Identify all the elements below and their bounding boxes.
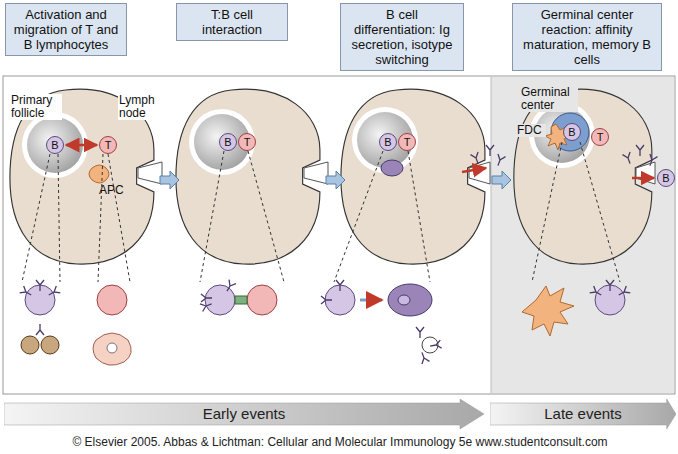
step-arrow bbox=[160, 171, 511, 189]
antibody bbox=[636, 145, 644, 156]
antibody bbox=[224, 280, 236, 294]
step-text: T:B cell interaction bbox=[202, 7, 262, 37]
cell-circle: T bbox=[238, 133, 256, 151]
antibody bbox=[20, 145, 658, 364]
antibody bbox=[606, 280, 614, 291]
cell-circle: B bbox=[219, 133, 237, 151]
migration-arrow bbox=[66, 144, 97, 147]
step-text: Early events bbox=[203, 405, 286, 422]
cell-circle: T bbox=[99, 136, 117, 154]
antibody bbox=[429, 340, 441, 350]
lymph-node bbox=[10, 89, 652, 264]
panel-frame bbox=[3, 76, 675, 394]
step-text: Late events bbox=[544, 405, 622, 422]
cell-drawing bbox=[21, 284, 625, 365]
step-box: B cell differentiation: Ig secretion, is… bbox=[340, 3, 464, 71]
antibody bbox=[200, 300, 213, 311]
plasma-cell bbox=[381, 160, 403, 176]
cell-letter: B bbox=[224, 136, 231, 148]
antibody bbox=[36, 280, 44, 291]
cell-letter: B bbox=[662, 172, 669, 184]
cell-letter: T bbox=[597, 131, 604, 143]
cell-circle: B bbox=[46, 136, 64, 154]
antibody bbox=[494, 154, 505, 167]
part-label: FDC bbox=[516, 124, 546, 137]
part-label: APC bbox=[98, 184, 130, 197]
step-box: T:B cell interaction bbox=[176, 3, 288, 41]
antibody bbox=[201, 294, 212, 302]
part-label: Lymph node bbox=[118, 94, 164, 120]
antibody bbox=[47, 286, 61, 298]
antibody bbox=[20, 286, 34, 298]
cell-letter: B bbox=[384, 136, 391, 148]
step-box: Germinal center reaction: affinity matur… bbox=[512, 3, 662, 71]
cell-circle: B bbox=[563, 123, 581, 141]
cell-circle: B bbox=[657, 169, 675, 187]
step-text: B cell differentiation: Ig secretion, is… bbox=[351, 7, 452, 67]
cell-letter: T bbox=[244, 136, 251, 148]
antibody bbox=[418, 351, 429, 364]
antibody bbox=[646, 154, 657, 167]
antibody bbox=[36, 324, 44, 335]
cell-circle: T bbox=[398, 133, 416, 151]
part-label: Germinal center bbox=[520, 86, 578, 112]
apc bbox=[89, 165, 109, 183]
step-box: Activation and migration of T and B lymp… bbox=[5, 3, 127, 56]
antibody bbox=[336, 280, 344, 291]
part-label: Primary follicle bbox=[10, 94, 62, 120]
antibody bbox=[590, 286, 604, 298]
antibody bbox=[416, 327, 424, 338]
late-panel bbox=[491, 77, 674, 393]
follicle bbox=[22, 102, 595, 178]
exit-arrow bbox=[632, 177, 654, 180]
secretion-arrow bbox=[462, 168, 486, 172]
antibody bbox=[617, 286, 631, 298]
antibody bbox=[471, 152, 482, 165]
cell-circle: T bbox=[591, 128, 609, 146]
cell-letter: B bbox=[568, 126, 575, 138]
antibody bbox=[486, 145, 494, 156]
phase-band: Early events bbox=[4, 399, 484, 429]
cell-letter: T bbox=[105, 139, 112, 151]
antibody bbox=[623, 152, 634, 165]
antibody bbox=[321, 296, 332, 304]
cell-letter: B bbox=[51, 139, 58, 151]
leader-line bbox=[22, 142, 620, 282]
cell-circle: B bbox=[379, 133, 397, 151]
step-text: Activation and migration of T and B lymp… bbox=[14, 7, 118, 52]
cell-letter: T bbox=[404, 136, 411, 148]
step-text: Germinal center reaction: affinity matur… bbox=[523, 7, 651, 67]
phase-band: Late events bbox=[490, 399, 676, 429]
copyright-note: © Elsevier 2005. Abbas & Lichtman: Cellu… bbox=[0, 436, 678, 449]
